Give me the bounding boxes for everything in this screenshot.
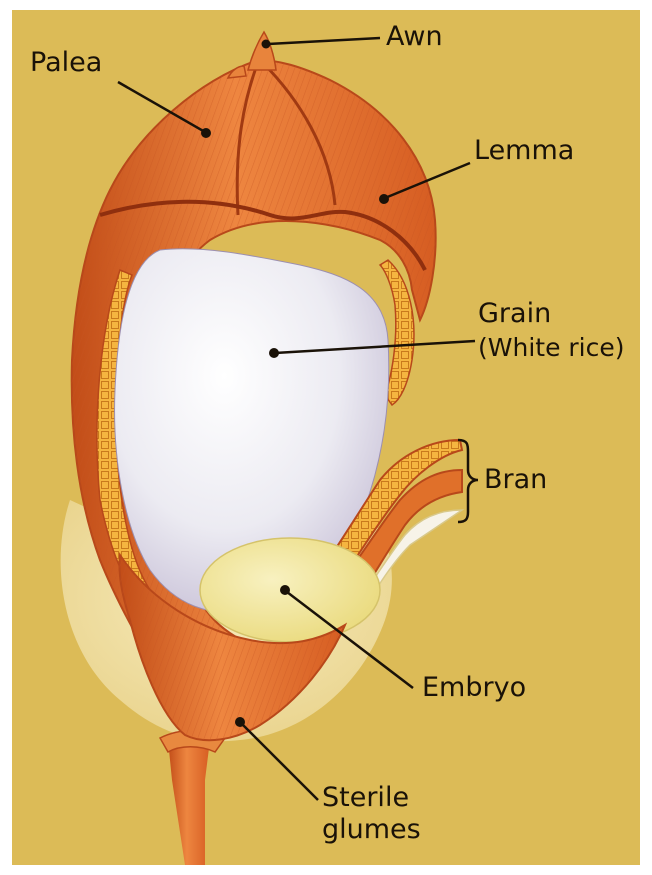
embryo-label: Embryo: [422, 673, 526, 703]
lemma-label: Lemma: [474, 136, 574, 166]
sterile-glumes-label-line1: Sterile: [322, 783, 409, 813]
lemma-dot: [379, 194, 389, 204]
sterile-glumes-label-line2: glumes: [322, 815, 421, 845]
grain-dot: [269, 348, 279, 358]
awn-label: Awn: [386, 22, 443, 52]
grain-label-line2: (White rice): [478, 333, 625, 363]
sterile-dot: [235, 717, 245, 727]
palea-dot: [201, 128, 211, 138]
bran-label: Bran: [484, 465, 547, 495]
awn-dot: [262, 40, 271, 49]
embryo-dot: [280, 585, 290, 595]
palea-label: Palea: [30, 48, 102, 78]
grain-label-line1: Grain: [478, 299, 551, 329]
